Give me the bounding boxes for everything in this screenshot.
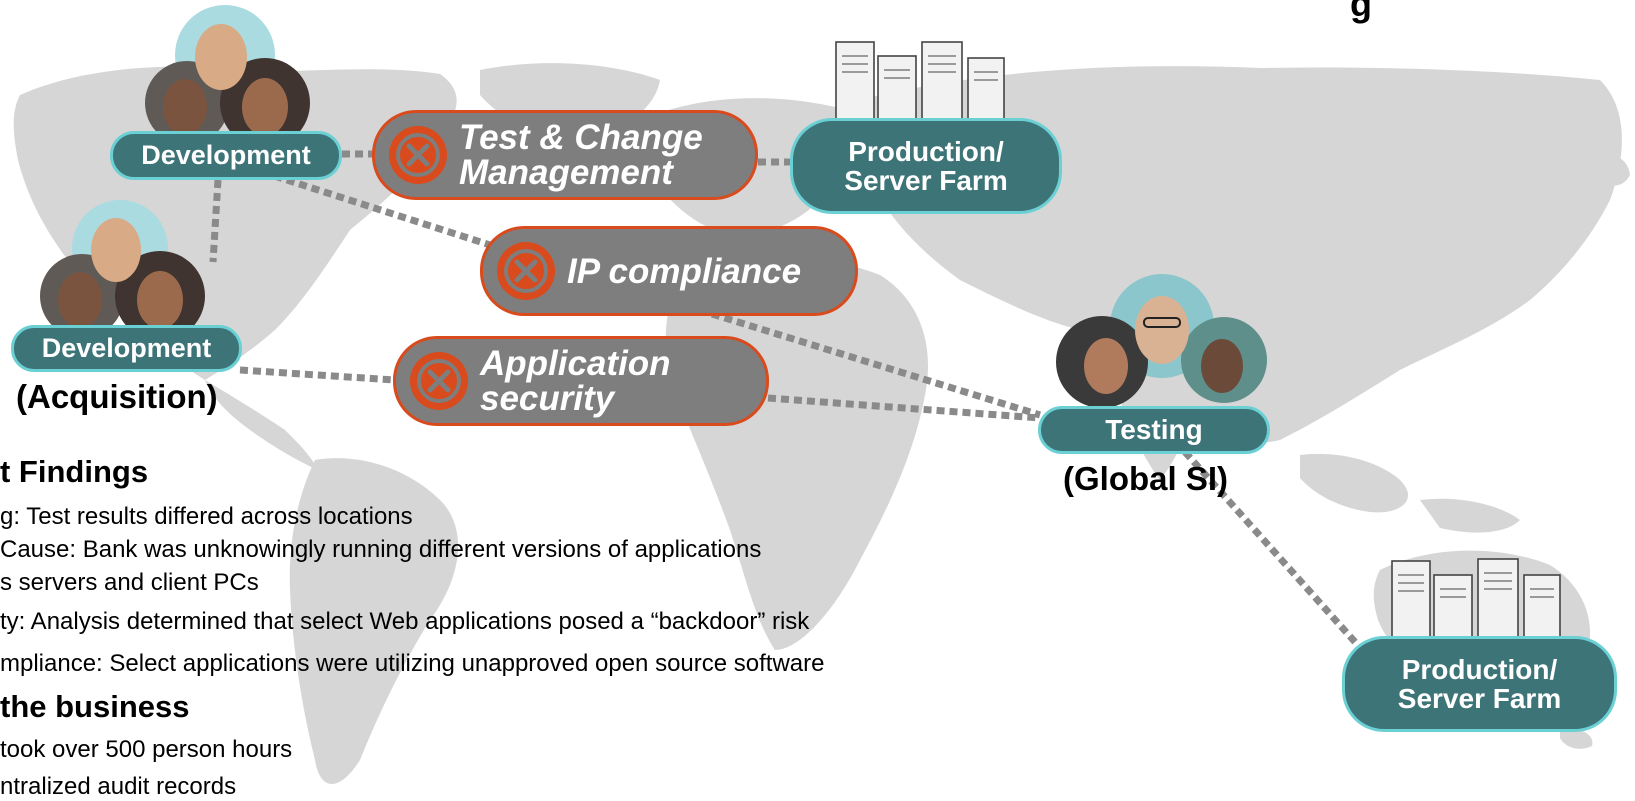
issue-ip-compliance: IP compliance xyxy=(480,226,858,316)
business-line: took over 500 person hours xyxy=(0,736,293,763)
node-label: Development xyxy=(41,333,212,364)
issue-line2: Management xyxy=(459,153,673,192)
node-label: Development xyxy=(141,140,311,171)
issue-line1: IP compliance xyxy=(567,251,802,291)
node-label-line2: Server Farm xyxy=(844,165,1008,196)
title-fragment: g xyxy=(1350,0,1372,24)
issue-line1: Test & Change xyxy=(459,118,703,157)
node-testing: Testing xyxy=(1038,406,1270,454)
business-line: ntralized audit records xyxy=(0,773,237,800)
finding-line: Cause: Bank was unknowingly running diff… xyxy=(0,536,762,563)
finding-line: s servers and client PCs xyxy=(0,569,259,596)
connector-dev1-dev2 xyxy=(209,179,222,263)
x-circle-icon xyxy=(497,242,555,300)
connector-appsec-testing xyxy=(767,394,1041,422)
issue-test-change-management: Test & Change Management xyxy=(372,110,758,200)
team-photo-icon xyxy=(1056,274,1267,408)
node-label-line1: Production/ xyxy=(848,135,1004,167)
findings-heading: t Findings xyxy=(0,454,149,489)
issue-line1: Application xyxy=(480,344,671,383)
node-development-2: Development xyxy=(11,325,242,372)
issue-text: Test & Change Management xyxy=(459,120,703,190)
connector-ip-testing xyxy=(710,310,1042,419)
issue-line2: security xyxy=(480,379,615,418)
node-production-1: Production/ Server Farm xyxy=(790,118,1062,214)
connector-testing-prod2 xyxy=(1182,449,1358,645)
node-sublabel-global-si: (Global SI) xyxy=(1063,460,1228,497)
finding-line: ty: Analysis determined that select Web … xyxy=(0,608,810,635)
team-photo-icon xyxy=(145,5,310,140)
node-label: Testing xyxy=(1105,414,1203,446)
connector-dev1-ip xyxy=(260,168,492,249)
node-production-2: Production/ Server Farm xyxy=(1342,636,1617,732)
node-sublabel-acquisition: (Acquisition) xyxy=(16,378,218,415)
node-label-line2: Server Farm xyxy=(1397,683,1562,714)
node-label-line1: Production/ xyxy=(1401,653,1558,685)
business-heading: the business xyxy=(0,689,190,724)
team-photo-icon xyxy=(40,200,205,333)
finding-line: g: Test results differed across location… xyxy=(0,503,413,530)
x-circle-icon xyxy=(389,126,447,184)
node-development-1: Development xyxy=(110,131,342,180)
issue-text: IP compliance xyxy=(567,254,801,289)
x-circle-icon xyxy=(410,352,468,410)
connector-dev2-appsec xyxy=(239,366,396,384)
server-tower-icon xyxy=(1391,558,1561,648)
issue-text: Application security xyxy=(480,346,671,416)
finding-line: mpliance: Select applications were utili… xyxy=(0,650,825,677)
issue-application-security: Application security xyxy=(393,336,769,426)
